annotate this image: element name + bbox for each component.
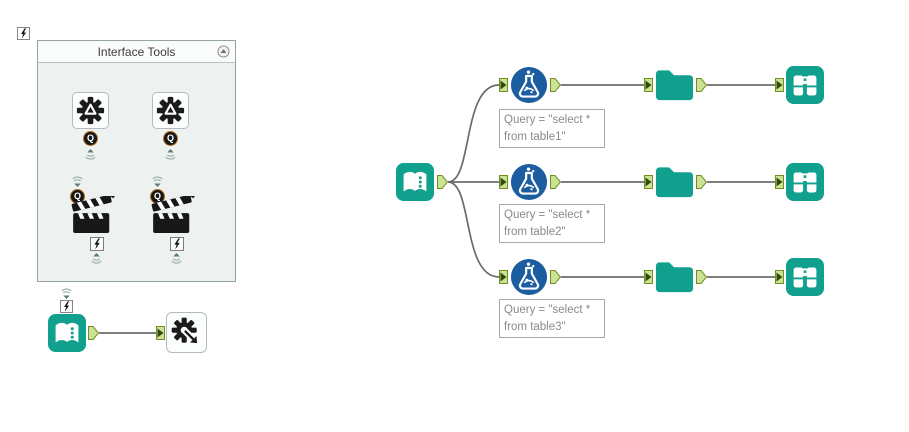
output-anchor[interactable] [550, 175, 561, 189]
formula-tool[interactable] [510, 258, 548, 296]
interface-tools-panel: Interface Tools [37, 40, 236, 282]
gear-recycle-icon [74, 94, 107, 127]
action-tool-2[interactable] [152, 92, 189, 129]
folder-tool[interactable] [653, 257, 696, 296]
output-anchor[interactable] [550, 78, 561, 92]
signal-up-icon [151, 176, 164, 187]
browse-tool[interactable] [786, 258, 824, 296]
input-anchor[interactable] [156, 326, 165, 340]
input-anchor[interactable] [644, 175, 653, 189]
input-anchor[interactable] [775, 78, 784, 92]
macro-input-data-tool[interactable] [47, 314, 87, 352]
panel-header[interactable]: Interface Tools [38, 41, 235, 63]
formula-tool[interactable] [510, 163, 548, 201]
input-anchor[interactable] [499, 78, 508, 92]
signal-up-icon [71, 176, 84, 187]
collapse-panel-button[interactable] [217, 45, 230, 58]
output-anchor[interactable] [696, 270, 707, 284]
wire-source-to-formula3 [447, 181, 500, 278]
output-anchor[interactable] [437, 175, 448, 189]
wire-source-to-formula1 [447, 84, 500, 183]
panel-title: Interface Tools [97, 44, 176, 59]
output-anchor[interactable] [696, 175, 707, 189]
signal-up-icon [60, 288, 73, 299]
formula-tool[interactable] [510, 66, 548, 104]
folder-tool[interactable] [653, 65, 696, 104]
input-anchor[interactable] [644, 78, 653, 92]
input-anchor[interactable] [775, 270, 784, 284]
macro-output-tool[interactable] [166, 312, 207, 353]
tool-annotation[interactable]: Query = "select * from table1" [499, 109, 605, 148]
gear-recycle-icon [154, 94, 187, 127]
lightning-icon[interactable] [17, 27, 30, 40]
browse-tool[interactable] [786, 163, 824, 201]
signal-down-icon [90, 253, 103, 264]
output-anchor[interactable] [550, 270, 561, 284]
signal-down-icon [170, 253, 183, 264]
lightning-anchor-icon[interactable] [90, 237, 104, 251]
browse-tool[interactable] [786, 66, 824, 104]
input-anchor[interactable] [775, 175, 784, 189]
question-anchor[interactable]: Q [163, 131, 178, 146]
tool-annotation[interactable]: Query = "select * from table2" [499, 204, 605, 243]
clapperboard-icon[interactable] [71, 196, 119, 234]
folder-tool[interactable] [653, 162, 696, 201]
input-data-tool[interactable] [395, 163, 435, 201]
input-anchor[interactable] [644, 270, 653, 284]
clapperboard-icon[interactable] [151, 196, 199, 234]
tool-annotation[interactable]: Query = "select * from table3" [499, 299, 605, 338]
lightning-anchor-icon[interactable] [60, 300, 73, 313]
input-anchor[interactable] [499, 270, 508, 284]
question-anchor[interactable]: Q [83, 131, 98, 146]
action-tool-1[interactable] [72, 92, 109, 129]
lightning-anchor-icon[interactable] [170, 237, 184, 251]
signal-down-icon [84, 149, 97, 160]
input-anchor[interactable] [499, 175, 508, 189]
output-anchor[interactable] [696, 78, 707, 92]
output-anchor[interactable] [88, 326, 99, 340]
signal-down-icon [164, 149, 177, 160]
gear-arrow-icon [168, 314, 205, 351]
